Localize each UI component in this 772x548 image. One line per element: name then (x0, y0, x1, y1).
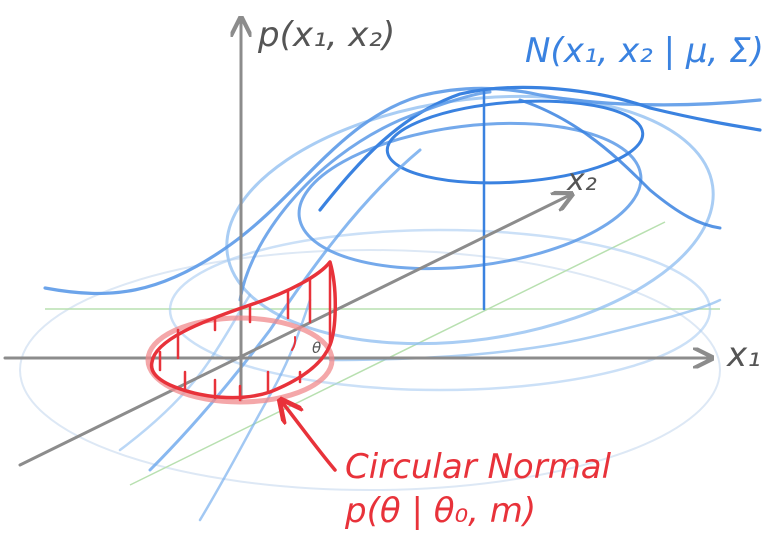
grid-line-diagonal (129, 221, 666, 486)
ground-grid (45, 221, 720, 486)
profile-curve-right (518, 98, 722, 230)
circular-normal (145, 260, 337, 472)
circular-ticks (158, 260, 332, 402)
theta-label: θ (312, 339, 321, 357)
circular-density-curve (149, 260, 337, 400)
slice-curve-1 (238, 90, 492, 302)
x2-axis-label: x₂ (566, 163, 597, 198)
slice-curve-4 (118, 293, 252, 452)
profile-curve-back (43, 86, 762, 296)
circular-base-ellipse (145, 315, 335, 405)
x2-axis-line (18, 195, 570, 467)
contour-middle-ellipse (297, 121, 643, 271)
gaussian-label: N(x₁, x₂ | μ, Σ) (525, 31, 764, 71)
x1-axis-label: x₁ (726, 335, 761, 375)
contour-inner-ellipse (385, 99, 645, 185)
profile-curve-top (318, 85, 762, 212)
circular-normal-title: Circular Normal (345, 447, 612, 487)
y-axis-label: p(x₁, x₂) (257, 15, 395, 55)
circular-pointer-arrow (282, 402, 337, 472)
faint-outer-ellipse (19, 249, 721, 491)
contour-outer-ellipse (225, 94, 715, 346)
contour-base-ellipse (168, 228, 712, 392)
theta-arc (291, 336, 297, 351)
axes (3, 20, 710, 467)
circular-normal-formula: p(θ | θ₀, m) (344, 491, 536, 531)
slice-curve-2 (148, 148, 422, 472)
